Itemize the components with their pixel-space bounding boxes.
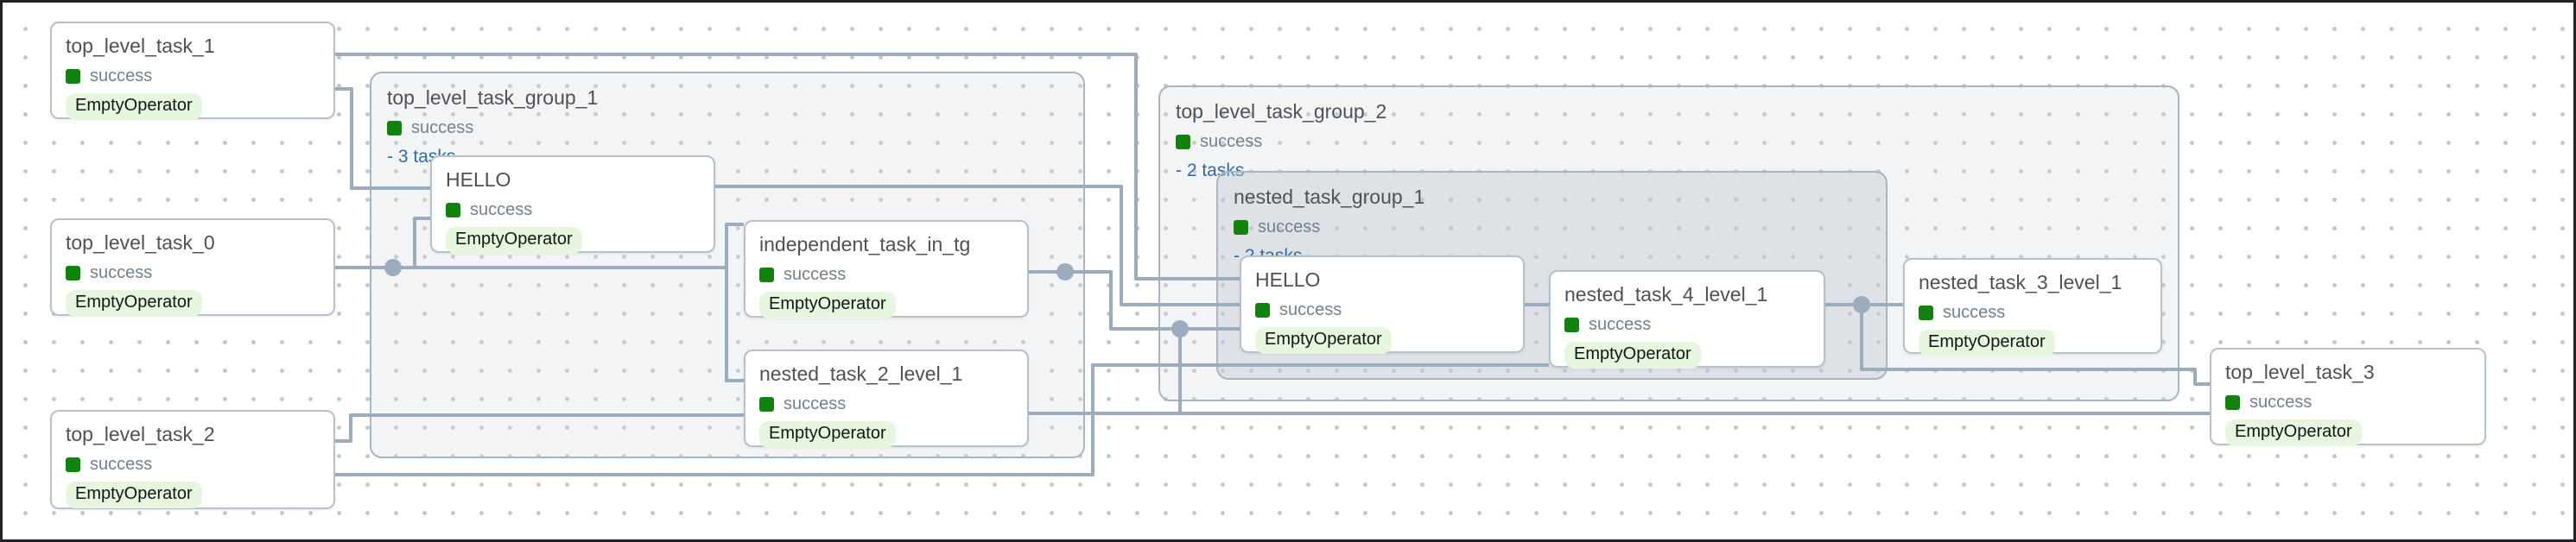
edge-layer — [335, 53, 2210, 476]
success-status-icon — [387, 120, 402, 136]
edge-top_level_task_2-to-nested_task_4_level_1 — [335, 363, 1549, 476]
task-title: top_level_task_3 — [2225, 361, 2375, 383]
status-label: success — [90, 262, 153, 282]
task-node-top_level_task_2[interactable]: top_level_task_2 success EmptyOperator — [50, 410, 335, 509]
task-node-independent_task_in_tg[interactable]: independent_task_in_tg success EmptyOper… — [744, 220, 1029, 318]
status-label: success — [1943, 302, 2006, 322]
task-node-hello_in_group_1[interactable]: HELLO success EmptyOperator — [430, 155, 715, 254]
status-label: success — [784, 394, 847, 413]
task-node-top_level_task_3[interactable]: top_level_task_3 success EmptyOperator — [2210, 348, 2486, 446]
edge-top_level_task_0-to-nested_task_2_level_1 — [725, 268, 744, 382]
status-row: success — [759, 394, 1013, 414]
edge-top_level_task_0-to-hello_in_group_1 — [335, 217, 430, 269]
task-title: nested_task_4_level_1 — [1564, 283, 1768, 306]
status-label: success — [1279, 299, 1342, 319]
task-title: independent_task_in_tg — [759, 233, 971, 255]
success-status-icon — [1564, 317, 1579, 332]
operator-badge: EmptyOperator — [759, 291, 896, 318]
edge-top_level_task_1-to-hello_in_nested_group — [335, 53, 1240, 280]
status-label: success — [1200, 131, 1263, 151]
status-label: success — [90, 66, 153, 85]
status-label: success — [411, 117, 474, 137]
status-row: success — [1176, 132, 2162, 152]
status-label: success — [1589, 314, 1652, 334]
success-status-icon — [1919, 305, 1933, 320]
success-status-icon — [1255, 302, 1270, 318]
status-row: success — [759, 265, 1013, 285]
task-group-title: top_level_task_group_2 — [1176, 100, 1387, 123]
operator-badge: EmptyOperator — [1564, 341, 1701, 369]
task-title: top_level_task_1 — [66, 35, 215, 57]
status-label: success — [470, 199, 533, 219]
task-node-hello_in_nested_group[interactable]: HELLO success EmptyOperator — [1240, 255, 1525, 354]
success-status-icon — [1234, 219, 1248, 235]
operator-badge: EmptyOperator — [1919, 329, 2055, 356]
task-node-top_level_task_1[interactable]: top_level_task_1 success EmptyOperator — [50, 22, 335, 120]
junction-nested_task_4-split — [1853, 296, 1870, 313]
task-title: nested_task_2_level_1 — [759, 362, 963, 385]
operator-badge: EmptyOperator — [66, 481, 202, 508]
success-status-icon — [66, 68, 80, 84]
success-status-icon — [1176, 134, 1190, 149]
task-group-header: top_level_task_group_1 success - 3 tasks — [371, 73, 1083, 167]
success-status-icon — [446, 202, 460, 217]
operator-badge: EmptyOperator — [1255, 326, 1392, 354]
edge-hello_in_group_1-to-hello_in_nested_group — [715, 185, 1240, 306]
task-group-title: top_level_task_group_1 — [387, 86, 599, 109]
task-node-nested_task_2_level_1[interactable]: nested_task_2_level_1 success EmptyOpera… — [744, 350, 1029, 448]
task-node-nested_task_4_level_1[interactable]: nested_task_4_level_1 success EmptyOpera… — [1549, 270, 1825, 369]
edge-nested_task_4_level_1-to-top_level_task_3 — [1860, 305, 2210, 386]
task-title: top_level_task_2 — [66, 423, 215, 445]
status-row: success — [446, 200, 700, 220]
operator-badge: EmptyOperator — [759, 420, 896, 448]
success-status-icon — [66, 265, 80, 280]
status-row: success — [66, 66, 320, 86]
operator-badge: EmptyOperator — [66, 289, 202, 317]
status-row: success — [387, 118, 1068, 138]
success-status-icon — [759, 267, 774, 282]
status-row: success — [1255, 300, 1509, 320]
operator-badge: EmptyOperator — [446, 226, 582, 254]
status-row: success — [1564, 315, 1810, 335]
status-label: success — [2249, 392, 2313, 412]
status-row: success — [1234, 217, 1870, 237]
junction-top_level_task_0-split — [384, 259, 402, 276]
status-label: success — [1258, 217, 1321, 236]
success-status-icon — [2225, 394, 2240, 410]
edge-top_level_task_0-to-independent_task_in_tg — [393, 223, 744, 269]
task-node-top_level_task_0[interactable]: top_level_task_0 success EmptyOperator — [50, 218, 335, 317]
operator-badge: EmptyOperator — [66, 92, 202, 120]
task-title: top_level_task_0 — [66, 231, 215, 254]
task-title: nested_task_3_level_1 — [1919, 271, 2122, 293]
junction-independent_task-out — [1056, 263, 1074, 280]
status-row: success — [1919, 303, 2147, 323]
operator-badge: EmptyOperator — [2225, 419, 2362, 446]
edge-top_level_task_1-to-hello_in_group_1 — [335, 87, 430, 190]
edge-top_level_task_2-to-nested_task_2_level_1 — [335, 413, 744, 443]
task-title: HELLO — [446, 168, 511, 191]
junction-mid-split — [1171, 320, 1189, 337]
success-status-icon — [759, 396, 774, 412]
task-title: HELLO — [1255, 268, 1321, 291]
status-row: success — [66, 263, 320, 283]
status-row: success — [66, 455, 320, 475]
status-row: success — [2225, 393, 2471, 413]
success-status-icon — [66, 457, 80, 472]
task-node-nested_task_3_level_1[interactable]: nested_task_3_level_1 success EmptyOpera… — [1903, 258, 2162, 356]
status-label: success — [784, 264, 847, 284]
status-label: success — [90, 454, 153, 474]
task-group-title: nested_task_group_1 — [1234, 186, 1425, 208]
